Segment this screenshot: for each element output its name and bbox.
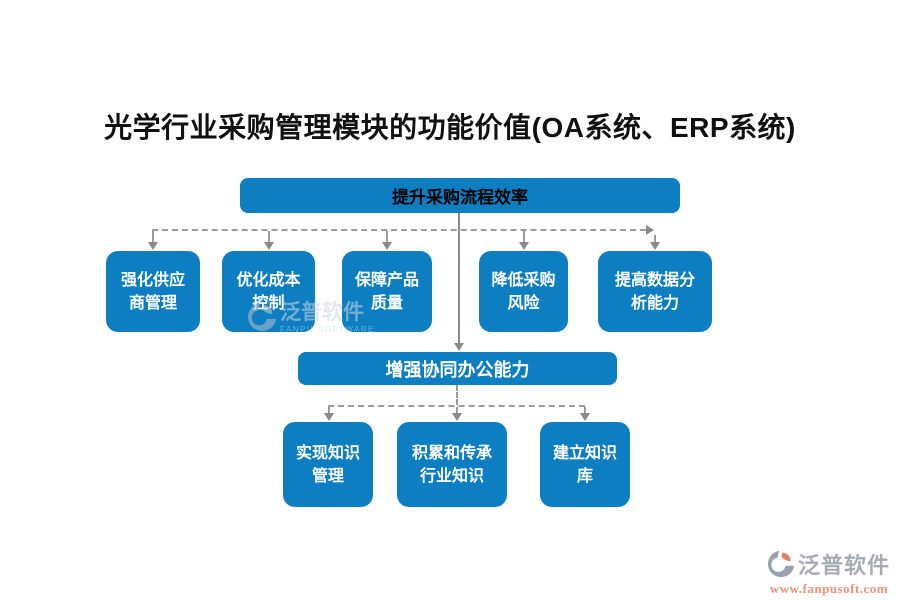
connector-drop [523, 231, 525, 242]
node-label-line: 库 [576, 467, 593, 485]
connector-drop [456, 407, 458, 413]
node-supplier-management: 强化供应 商管理 [106, 251, 200, 332]
node-product-quality: 保障产品 质量 [342, 251, 432, 332]
node-label-line: 管理 [311, 467, 344, 485]
connector-drop [152, 231, 154, 242]
brand-url: www.fanpusoft.com [769, 581, 889, 596]
node-label-line: 建立知识 [552, 444, 617, 462]
connector-level2-rail-end-arrow-icon [646, 225, 654, 235]
node-knowledge-base: 建立知识 库 [540, 422, 630, 507]
node-label: 增强协同办公能力 [385, 359, 530, 380]
node-knowledge-management: 实现知识 管理 [283, 422, 373, 507]
node-label-line: 风险 [507, 294, 540, 312]
node-label-line: 控制 [252, 294, 285, 312]
connector-drop-arrow-icon [580, 413, 590, 421]
node-label-line: 降低采购 [491, 271, 556, 289]
connector-root-to-mid-line [458, 213, 460, 343]
connector-drop [654, 235, 656, 242]
connector-drop [328, 407, 330, 413]
connector-drop [268, 231, 270, 242]
node-cost-control: 优化成本 控制 [222, 251, 315, 332]
connector-drop-arrow-icon [650, 242, 660, 250]
node-knowledge-inheritance: 积累和传承 行业知识 [397, 422, 507, 507]
connector-drop-arrow-icon [324, 413, 334, 421]
connector-drop-arrow-icon [148, 242, 158, 250]
connector-mid-to-rail [456, 385, 458, 405]
connector-drop-arrow-icon [382, 242, 392, 250]
connector-drop-arrow-icon [519, 242, 529, 250]
connector-level2-rail [152, 229, 646, 231]
node-collaboration-capability: 增强协同办公能力 [298, 352, 617, 385]
node-label-line: 行业知识 [419, 467, 484, 485]
connector-drop-arrow-icon [264, 242, 274, 250]
brand-logo-icon [767, 550, 795, 578]
node-procurement-process-efficiency: 提升采购流程效率 [240, 178, 680, 213]
node-label-line: 质量 [370, 294, 403, 312]
node-label-line: 优化成本 [236, 271, 301, 289]
node-label-line: 保障产品 [354, 271, 419, 289]
node-label-line: 实现知识 [295, 444, 360, 462]
connector-drop [386, 231, 388, 242]
connector-level3-rail [328, 405, 585, 407]
connector-drop-arrow-icon [452, 413, 462, 421]
node-label-line: 强化供应 [120, 271, 185, 289]
brand-footer: 泛普软件 www.fanpusoft.com [766, 548, 892, 597]
node-label-line: 提高数据分 [614, 271, 695, 289]
node-label: 提升采购流程效率 [392, 188, 528, 207]
node-data-analysis: 提高数据分 析能力 [598, 251, 712, 332]
connector-drop [584, 407, 586, 413]
node-procurement-risk: 降低采购 风险 [479, 251, 568, 332]
brand-name: 泛普软件 [798, 553, 891, 578]
node-label-line: 析能力 [630, 294, 679, 312]
node-label-line: 积累和传承 [411, 444, 492, 462]
page-title: 光学行业采购管理模块的功能价值(OA系统、ERP系统) [104, 112, 796, 143]
connector-root-to-mid-arrow-icon [454, 343, 464, 351]
node-label-line: 商管理 [128, 294, 177, 312]
